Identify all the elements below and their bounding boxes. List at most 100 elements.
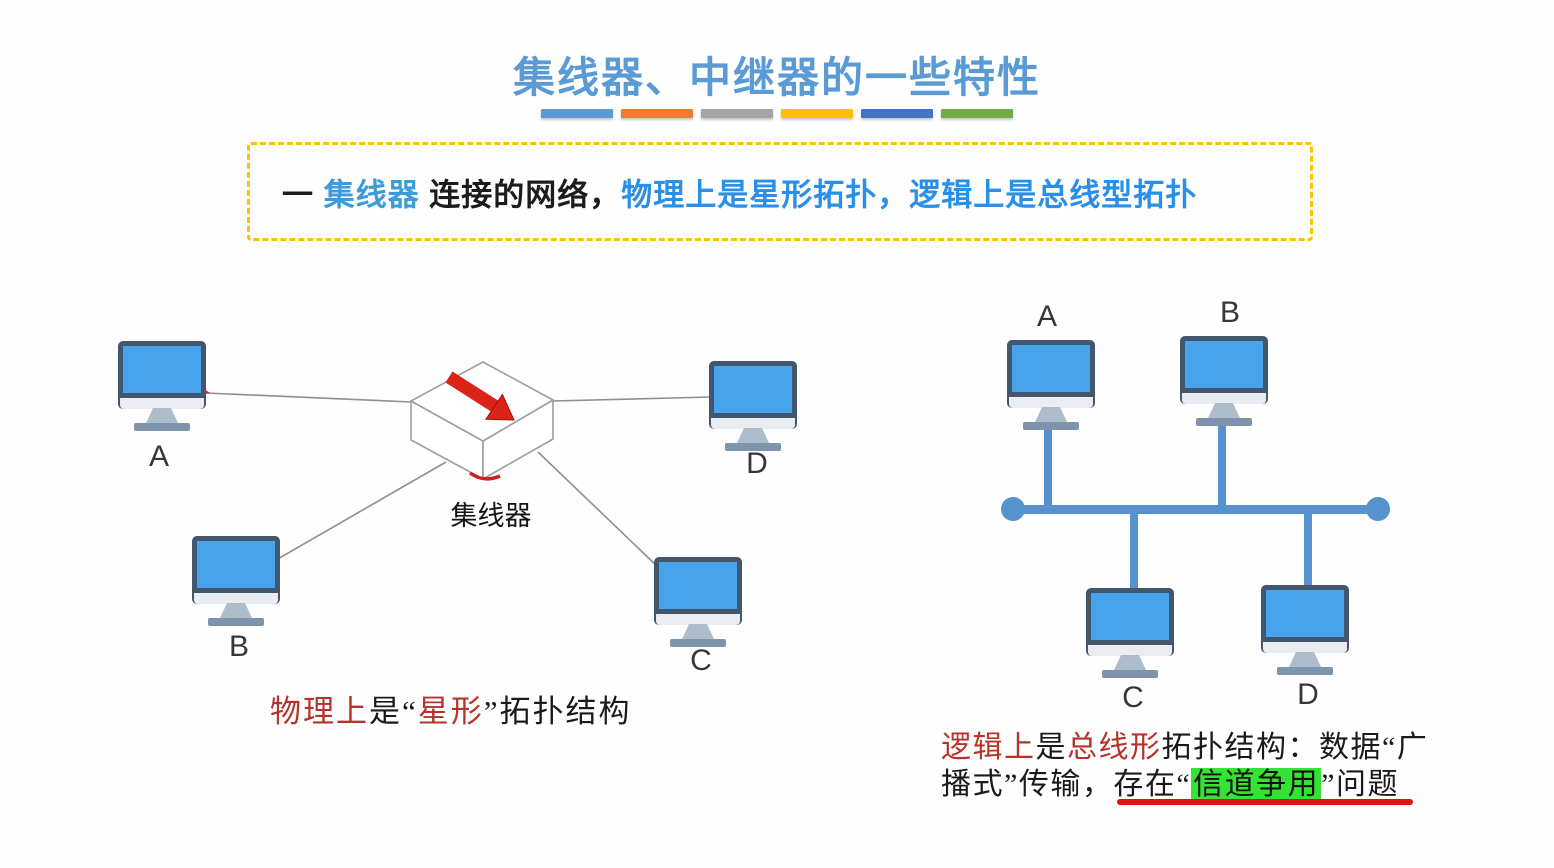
monitor-stand bbox=[146, 408, 178, 423]
bus-terminator-left bbox=[1001, 497, 1025, 521]
monitor-base bbox=[1196, 418, 1252, 426]
bus-caption-seg: 总线形 bbox=[1067, 731, 1162, 764]
annotation-mark-hub bbox=[468, 471, 501, 481]
bus-drop-d bbox=[1304, 509, 1312, 588]
monitor-screen bbox=[714, 366, 792, 413]
hub-box-icon bbox=[410, 361, 554, 480]
bus-terminator-right bbox=[1366, 497, 1390, 521]
computer-icon-star-d bbox=[709, 361, 797, 451]
star-caption: 物理上是“星形”拓扑结构 bbox=[270, 686, 632, 731]
bus-label-d: D bbox=[1297, 678, 1319, 711]
link-hub-d bbox=[552, 396, 712, 402]
star-links bbox=[205, 392, 712, 569]
monitor-base bbox=[208, 618, 264, 626]
accent-bar-gray bbox=[701, 109, 773, 118]
monitor-icon bbox=[1086, 588, 1174, 656]
bus-label-c: C bbox=[1122, 681, 1144, 714]
callout-black-text: 连接的网络， bbox=[419, 177, 622, 212]
monitor-base bbox=[1102, 670, 1158, 678]
monitor-stand bbox=[1114, 655, 1146, 670]
bus-caption-seg: 是 bbox=[1035, 731, 1067, 764]
monitor-stand bbox=[1289, 652, 1321, 667]
accent-bars bbox=[541, 109, 1013, 118]
monitor-chin bbox=[1088, 645, 1172, 656]
monitor-base bbox=[725, 443, 781, 451]
monitor-icon bbox=[118, 341, 206, 409]
monitor-screen bbox=[123, 346, 201, 393]
monitor-stand bbox=[1208, 403, 1240, 418]
monitor-chin bbox=[1263, 642, 1347, 653]
link-hub-c bbox=[537, 451, 660, 569]
link-hub-a bbox=[205, 392, 412, 403]
page-title: 集线器、中继器的一些特性 bbox=[512, 54, 1041, 101]
monitor-icon bbox=[1007, 340, 1095, 408]
monitor-screen bbox=[1091, 593, 1169, 640]
bus-drop-a bbox=[1044, 418, 1052, 508]
accent-bar-gold bbox=[781, 109, 853, 118]
computer-icon-star-a bbox=[118, 341, 206, 431]
callout-box: 一 集线器 连接的网络，物理上是星形拓扑，逻辑上是总线型拓扑 bbox=[247, 142, 1313, 241]
accent-bar-blue bbox=[541, 109, 613, 118]
monitor-screen bbox=[1185, 341, 1263, 388]
monitor-screen bbox=[1266, 590, 1344, 637]
monitor-base bbox=[1023, 422, 1079, 430]
star-label-d: D bbox=[746, 447, 768, 480]
bus-caption-seg: 拓扑结构：数据“广 bbox=[1161, 731, 1429, 764]
monitor-icon bbox=[709, 361, 797, 429]
monitor-base bbox=[134, 423, 190, 431]
monitor-chin bbox=[656, 614, 740, 625]
monitor-icon bbox=[654, 557, 742, 625]
monitor-icon bbox=[192, 536, 280, 604]
hub-arrow-icon bbox=[445, 371, 515, 421]
monitor-base bbox=[1277, 667, 1333, 675]
callout-logical-text: 逻辑上是总线型拓扑 bbox=[909, 177, 1198, 212]
red-underline-annotation bbox=[1117, 799, 1413, 805]
monitor-chin bbox=[1182, 393, 1266, 404]
bus-caption-line1: 逻辑上是总线形拓扑结构：数据“广 bbox=[941, 729, 1441, 766]
monitor-screen bbox=[659, 562, 737, 609]
bus-line bbox=[1013, 505, 1381, 514]
monitor-screen bbox=[197, 541, 275, 588]
monitor-stand bbox=[220, 603, 252, 618]
computer-icon-star-c bbox=[654, 557, 742, 647]
monitor-chin bbox=[120, 398, 204, 409]
monitor-chin bbox=[711, 418, 795, 429]
computer-icon-star-b bbox=[192, 536, 280, 626]
bus-label-b: B bbox=[1219, 296, 1240, 329]
computer-icon-bus-a bbox=[1007, 340, 1095, 430]
monitor-stand bbox=[737, 428, 769, 443]
computer-icon-bus-b bbox=[1180, 336, 1268, 426]
monitor-stand bbox=[682, 624, 714, 639]
callout-text: 一 集线器 连接的网络，物理上是星形拓扑，逻辑上是总线型拓扑 bbox=[282, 169, 1197, 214]
star-label-b: B bbox=[228, 630, 249, 663]
monitor-icon bbox=[1261, 585, 1349, 653]
bus-caption-line2: 播式”传输，存在“信道争用”问题 bbox=[941, 766, 1441, 803]
bus-caption-seg: 逻辑上 bbox=[941, 731, 1036, 764]
callout-hub-term: 集线器 bbox=[323, 177, 420, 212]
bus-label-a: A bbox=[1036, 300, 1057, 333]
bus-caption-seg: ”问题 bbox=[1321, 768, 1399, 801]
monitor-chin bbox=[194, 593, 278, 604]
bus-caption-highlighted-term: 信道争用 bbox=[1191, 768, 1322, 801]
accent-bar-dark-blue bbox=[861, 109, 933, 118]
callout-physical-text: 物理上是星形拓扑， bbox=[621, 177, 910, 212]
star-caption-seg: 星形 bbox=[417, 694, 484, 729]
monitor-base bbox=[670, 639, 726, 647]
star-caption-seg: 是“ bbox=[369, 694, 418, 729]
bus-caption: 逻辑上是总线形拓扑结构：数据“广 播式”传输，存在“信道争用”问题 bbox=[941, 729, 1441, 803]
star-label-c: C bbox=[690, 644, 712, 677]
accent-bar-orange bbox=[621, 109, 693, 118]
monitor-icon bbox=[1180, 336, 1268, 404]
star-caption-seg: ”拓扑结构 bbox=[483, 694, 632, 729]
monitor-stand bbox=[1035, 407, 1067, 422]
callout-bullet: 一 bbox=[282, 177, 324, 212]
bus-drop-b bbox=[1218, 414, 1226, 508]
accent-bar-green bbox=[941, 109, 1013, 118]
monitor-screen bbox=[1012, 345, 1090, 392]
link-hub-b bbox=[275, 461, 447, 561]
star-caption-seg: 物理上 bbox=[270, 694, 369, 729]
computer-icon-bus-d bbox=[1261, 585, 1349, 675]
star-label-a: A bbox=[148, 440, 169, 473]
computer-icon-bus-c bbox=[1086, 588, 1174, 678]
